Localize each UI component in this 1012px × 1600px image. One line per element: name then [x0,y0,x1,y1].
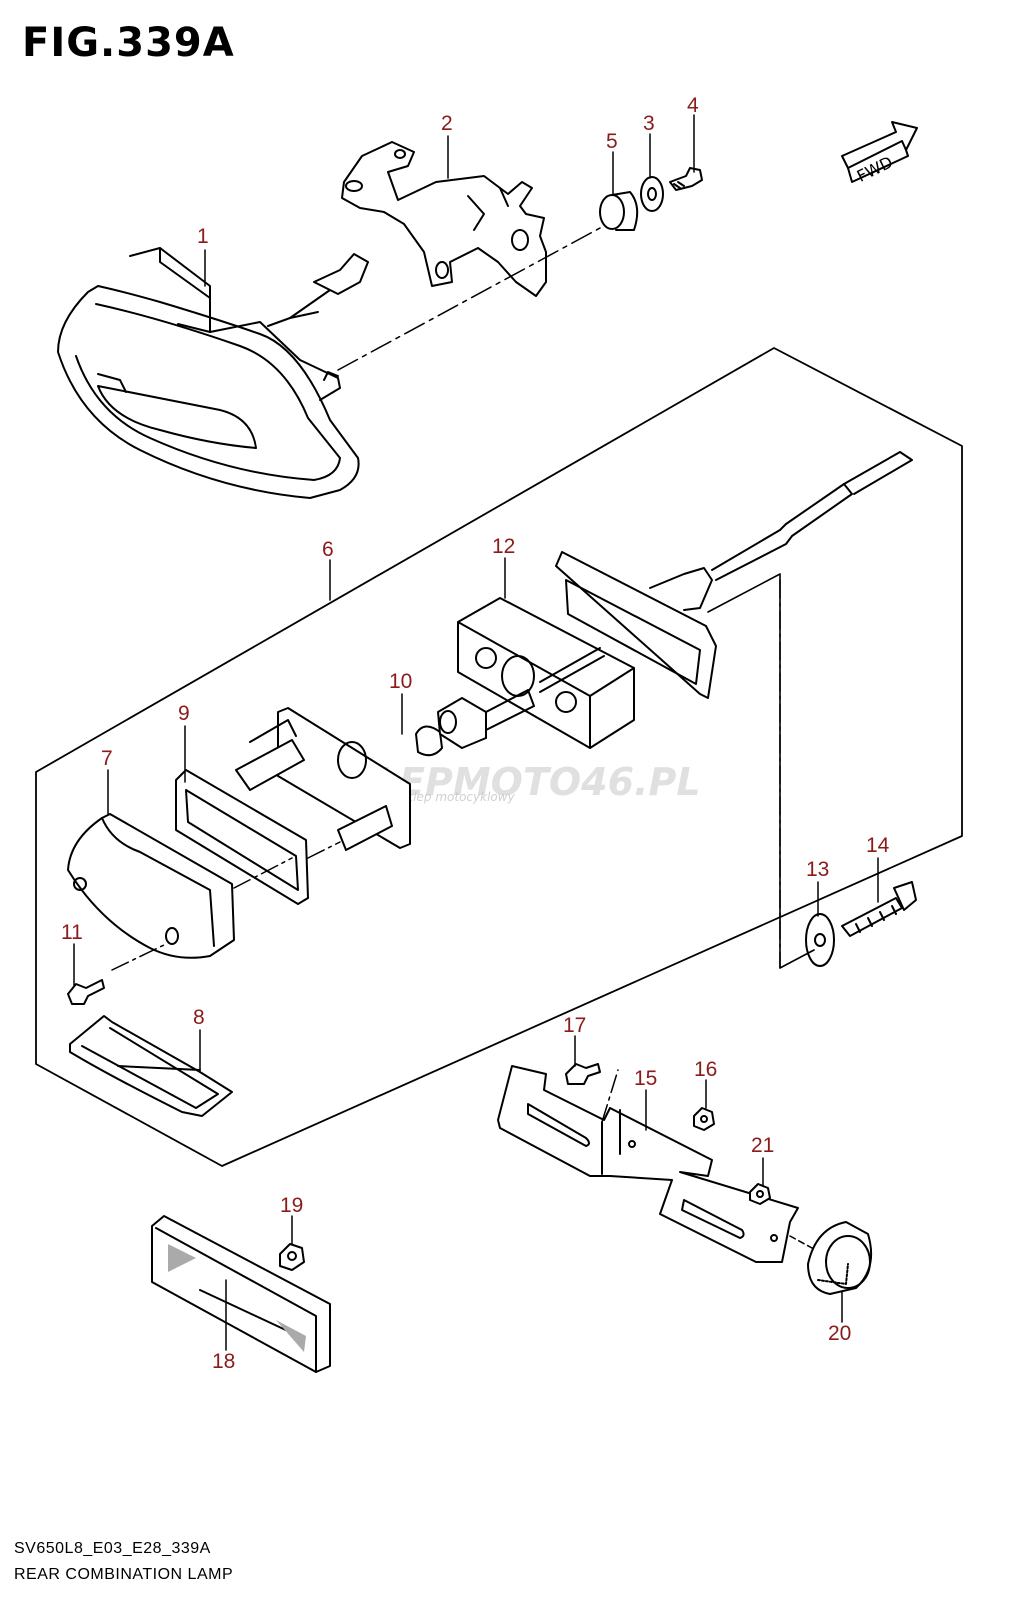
part-7-lens [67,813,235,959]
callout-21: 21 [751,1134,774,1157]
part-12-gasket [457,597,635,749]
callout-18: 18 [212,1350,235,1373]
callout-16: 16 [694,1058,717,1081]
part-11-screw [67,979,105,1005]
callout-13: 13 [806,858,829,881]
callout-labels: 1 2 3 4 5 6 7 8 9 10 11 12 13 14 15 16 1… [61,94,890,1373]
callout-10: 10 [389,670,412,693]
figure-name: REAR COMBINATION LAMP [14,1566,234,1583]
part-1-tail-lamp [57,247,369,499]
callout-1: 1 [197,225,209,248]
callout-4: 4 [687,94,699,117]
fwd-arrow-icon [841,121,918,183]
part-8-reflector [69,1015,233,1117]
part-18-side-reflector [151,1215,331,1373]
part-4-screw [669,167,703,191]
callout-14: 14 [866,834,890,857]
wire-harness [539,451,913,699]
part-3-washer [640,176,664,212]
callout-15: 15 [634,1067,657,1090]
callout-11: 11 [61,921,83,944]
part-2-bracket [341,141,547,297]
callout-19: 19 [280,1194,303,1217]
figure-title: FIG.339A [22,20,235,66]
part-16-nut [693,1107,715,1131]
part-21-nut [749,1183,771,1205]
watermark-tagline: sklep motocyklowy [400,790,515,804]
part-14-bolt [841,881,917,937]
callout-17: 17 [563,1014,586,1037]
part-9-lamp-base [235,707,411,851]
part-17-screw [565,1063,601,1085]
callout-12: 12 [492,535,515,558]
assembly-box-part-6 [35,347,963,1167]
part-20-round-reflector [807,1221,872,1295]
callout-9: 9 [178,702,190,725]
callout-6: 6 [322,538,334,561]
part-15-bracket [497,1065,799,1263]
part-13-washer [805,913,835,967]
part-10-bulb [415,689,535,757]
part-5-grommet [599,191,639,231]
callout-5: 5 [606,130,618,153]
callout-7: 7 [101,747,113,770]
callout-8: 8 [193,1006,205,1029]
part-9-seal [175,769,309,905]
figure-code: SV650L8_E03_E28_339A [14,1540,211,1557]
callout-3: 3 [643,112,655,135]
part-19-nut [279,1243,305,1271]
callout-2: 2 [441,112,453,135]
callout-20: 20 [828,1322,851,1345]
leader-lines [73,114,879,1351]
